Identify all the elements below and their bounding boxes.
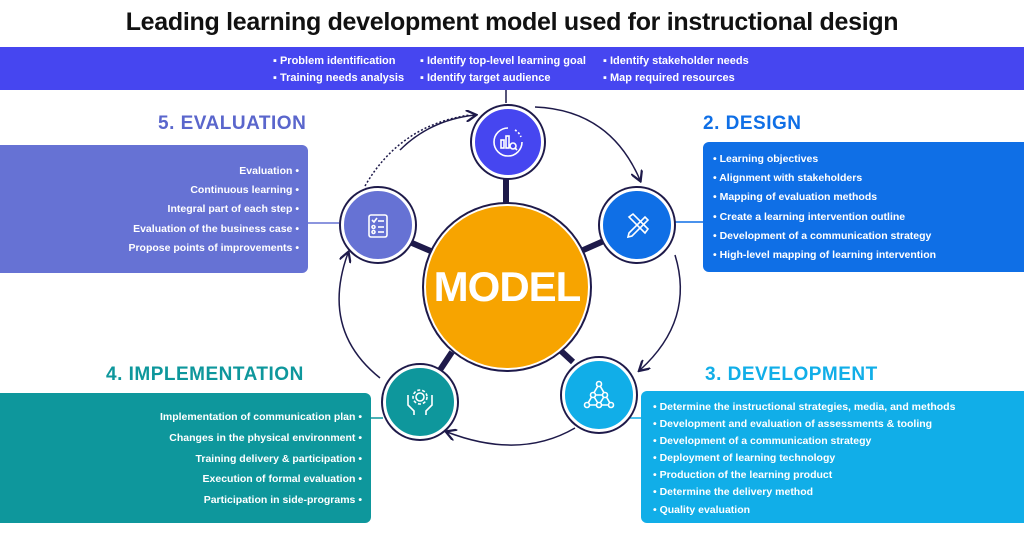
evaluation-heading: 5. EVALUATION: [158, 113, 307, 134]
implementation-box: Implementation of communication plan Cha…: [0, 393, 371, 523]
list-item: Training delivery & participation: [0, 449, 362, 470]
list-item: Production of the learning product: [653, 467, 1024, 484]
implementation-node: [383, 365, 457, 439]
design-node: [600, 188, 674, 262]
list-item: Execution of formal evaluation: [0, 469, 362, 490]
checklist-icon: [368, 214, 388, 238]
model-label: MODEL: [433, 263, 582, 310]
list-item: Learning objectives: [713, 150, 1024, 169]
development-heading: 3. DEVELOPMENT: [705, 364, 878, 385]
list-item: Training needs analysis: [273, 70, 404, 87]
pencil-ruler-icon: [626, 212, 650, 239]
network-triangle-icon: [583, 380, 615, 409]
list-item: Propose points of improvements: [0, 239, 299, 258]
list-item: Create a learning intervention outline: [713, 208, 1024, 227]
list-item: Map required resources: [603, 70, 749, 87]
evaluation-box: Evaluation Continuous learning Integral …: [0, 145, 308, 273]
list-item: Continuous learning: [0, 181, 299, 200]
list-item: Identify stakeholder needs: [603, 53, 749, 70]
list-item: Mapping of evaluation methods: [713, 188, 1024, 207]
list-item: Participation in side-programs: [0, 490, 362, 511]
list-item: Determine the delivery method: [653, 484, 1024, 501]
page-title: Leading learning development model used …: [125, 8, 899, 36]
list-item: Determine the instructional strategies, …: [653, 399, 1024, 416]
analysis-node: [472, 106, 544, 178]
list-item: Implementation of communication plan: [0, 407, 362, 428]
list-item: Deployment of learning technology: [653, 450, 1024, 467]
design-box: Learning objectives Alignment with stake…: [703, 142, 1024, 272]
analysis-col-1: Problem identification Training needs an…: [273, 53, 404, 87]
list-item: Evaluation: [0, 162, 299, 181]
list-item: Problem identification: [273, 53, 404, 70]
development-node: [562, 358, 636, 432]
implementation-heading: 4. IMPLEMENTATION: [106, 364, 304, 385]
list-item: Quality evaluation: [653, 502, 1024, 519]
list-item: Development of a communication strategy: [653, 433, 1024, 450]
model-center: MODEL: [424, 204, 590, 370]
design-heading: 2. DESIGN: [703, 113, 802, 134]
list-item: Alignment with stakeholders: [713, 169, 1024, 188]
list-item: Identify top-level learning goal: [420, 53, 586, 70]
analysis-banner: Problem identification Training needs an…: [0, 47, 1024, 90]
development-box: Determine the instructional strategies, …: [641, 391, 1024, 523]
list-item: Development and evaluation of assessment…: [653, 416, 1024, 433]
list-item: Evaluation of the business case: [0, 220, 299, 239]
list-item: Development of a communication strategy: [713, 227, 1024, 246]
list-item: Changes in the physical environment: [0, 428, 362, 449]
analysis-col-2: Identify top-level learning goal Identif…: [420, 53, 586, 87]
list-item: Integral part of each step: [0, 200, 299, 219]
evaluation-node: [341, 188, 415, 262]
chart-search-icon: [493, 127, 523, 157]
analysis-col-3: Identify stakeholder needs Map required …: [603, 53, 749, 87]
hands-gear-icon: [407, 389, 433, 415]
list-item: Identify target audience: [420, 70, 586, 87]
list-item: High-level mapping of learning intervent…: [713, 246, 1024, 265]
